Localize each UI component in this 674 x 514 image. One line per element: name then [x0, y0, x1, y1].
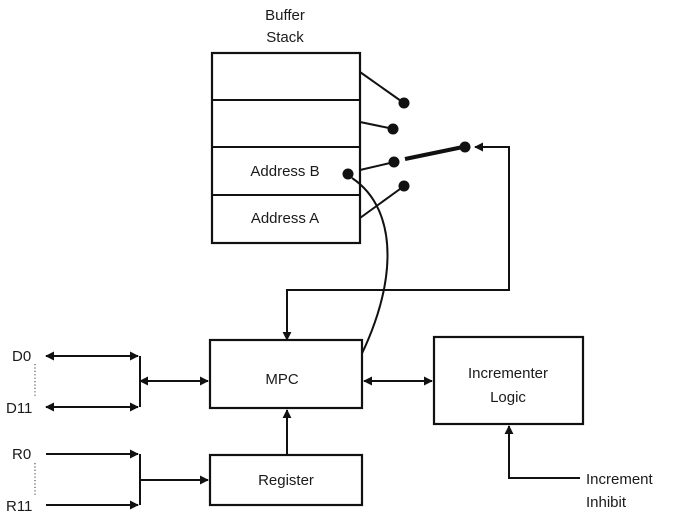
mpc-label: MPC	[265, 371, 299, 388]
contact-level-3	[388, 156, 400, 168]
incrementer-logic-block: Incrementer Logic	[432, 335, 585, 426]
address-b-output-dot	[342, 168, 354, 180]
buffer-stack-title-line2: Stack	[266, 29, 304, 46]
stack-slot-address-a: Address A	[251, 210, 319, 227]
buffer-stack: Address B Address A	[210, 51, 362, 245]
increment-inhibit-label-line1: Increment	[586, 471, 654, 488]
stack-selector-contacts	[359, 71, 410, 219]
d11-label: D11	[6, 400, 32, 417]
r-bus: R0 R11	[6, 446, 209, 514]
contact-level-2	[387, 123, 399, 135]
r0-label: R0	[12, 446, 31, 463]
contact-level-1	[398, 97, 410, 109]
register-block: Register	[208, 453, 364, 507]
stack-slot-address-b: Address B	[250, 163, 319, 180]
increment-inhibit-line	[504, 425, 580, 479]
d-bus: D0 D11	[6, 348, 209, 417]
register-label: Register	[258, 472, 314, 489]
selector-switch-arm	[404, 141, 471, 161]
incrementer-label-line2: Logic	[490, 389, 526, 406]
mpc-block: MPC	[208, 338, 364, 410]
contact-level-4	[398, 180, 410, 192]
d0-label: D0	[12, 348, 31, 365]
mpc-feedback-loop	[282, 142, 510, 341]
increment-inhibit-label-line2: Inhibit	[586, 494, 627, 511]
buffer-stack-title-line1: Buffer	[265, 7, 305, 24]
r11-label: R11	[6, 498, 32, 514]
incrementer-label-line1: Incrementer	[468, 365, 548, 382]
